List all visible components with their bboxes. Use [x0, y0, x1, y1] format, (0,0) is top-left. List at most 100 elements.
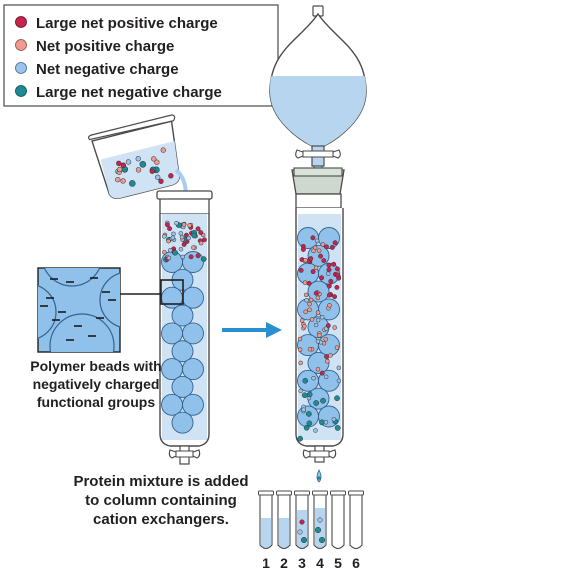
protein-particle: [299, 519, 305, 525]
bead: [171, 340, 194, 363]
protein-particle: [171, 231, 176, 237]
protein-particle: [300, 536, 308, 544]
protein-particle: [315, 367, 321, 372]
tube-liquid: [279, 518, 289, 548]
protein-particle: [318, 536, 326, 544]
tube-liquid: [261, 518, 271, 548]
protein-particle: [326, 283, 332, 289]
legend: Large net positive charge Net positive c…: [3, 4, 279, 107]
protein-particle: [304, 297, 309, 303]
protein-particle: [315, 339, 321, 344]
protein-particle: [334, 345, 340, 350]
protein-particle: [162, 250, 167, 255]
protein-particle: [332, 294, 338, 300]
protein-particle: [166, 255, 172, 261]
beads-label-line1: Polymer beads with: [30, 358, 161, 374]
fraction-label-6: 6: [352, 555, 360, 571]
protein-particle: [179, 234, 185, 240]
protein-particle: [195, 253, 201, 259]
bead: [161, 358, 183, 381]
separatory-funnel: [269, 5, 367, 207]
protein-particle: [195, 226, 201, 232]
protein-particle: [315, 295, 321, 301]
legend-label-large-negative: Large net negative charge: [36, 84, 222, 101]
protein-particle: [302, 377, 309, 384]
protein-particle: [160, 147, 166, 153]
caption-line1: Protein mixture is added: [73, 473, 248, 490]
bead: [161, 322, 183, 345]
protein-particle: [325, 359, 330, 364]
protein-particle: [308, 297, 314, 303]
protein-particle: [162, 234, 167, 239]
protein-particle: [139, 161, 147, 168]
fraction-tube: [313, 494, 327, 550]
protein-particle: [303, 292, 309, 298]
protein-particle: [174, 220, 179, 226]
tube-rim: [348, 490, 364, 496]
fraction-label-5: 5: [334, 555, 342, 571]
protein-particle: [191, 232, 198, 239]
protein-particle: [325, 271, 331, 276]
tube-rim: [276, 490, 292, 496]
bead: [182, 358, 204, 381]
protein-particle: [191, 245, 196, 250]
protein-particle: [317, 333, 322, 338]
protein-particle: [315, 317, 321, 323]
protein-particle: [303, 309, 308, 315]
bead: [182, 322, 204, 345]
legend-swatch-negative: [15, 62, 27, 74]
tube-rim: [258, 490, 274, 496]
legend-label-negative: Net negative charge: [36, 61, 179, 78]
tube-rim: [330, 490, 346, 496]
protein-particle: [301, 392, 308, 399]
fraction-label-4: 4: [316, 555, 324, 571]
protein-particle: [323, 374, 329, 380]
fraction-tube: [295, 494, 309, 550]
fraction-label-3: 3: [298, 555, 306, 571]
protein-particle: [334, 266, 340, 272]
protein-particle: [297, 529, 303, 535]
beads-label-line3: functional groups: [37, 394, 155, 410]
protein-particle: [186, 235, 191, 241]
right-protein-bands: [297, 235, 342, 442]
protein-particle: [317, 517, 323, 523]
protein-particle: [331, 417, 337, 422]
protein-particle: [308, 256, 314, 262]
protein-particle: [305, 411, 312, 417]
protein-particle: [135, 167, 142, 173]
bead: [182, 393, 204, 416]
protein-particle: [155, 174, 161, 180]
protein-particle: [313, 265, 319, 271]
protein-particle: [167, 226, 173, 232]
protein-particle: [313, 400, 320, 406]
protein-particle: [120, 178, 126, 184]
protein-particle: [326, 267, 332, 273]
protein-particle: [158, 178, 164, 184]
protein-particle: [201, 237, 207, 243]
bead: [182, 286, 204, 309]
protein-particle: [301, 407, 306, 412]
protein-particle: [307, 346, 313, 352]
bead: [297, 227, 319, 249]
protein-particle: [178, 231, 184, 236]
protein-particle: [170, 235, 176, 240]
protein-particle: [318, 253, 324, 259]
protein-particle: [334, 284, 340, 290]
protein-particle: [332, 325, 337, 330]
bead: [171, 411, 194, 434]
protein-particle: [298, 360, 303, 366]
fraction-label-2: 2: [280, 555, 288, 571]
protein-particle: [168, 173, 174, 179]
protein-particle: [307, 307, 312, 313]
tube-rim: [294, 490, 310, 496]
bead: [318, 334, 340, 357]
protein-particle: [324, 354, 330, 360]
protein-particle: [327, 303, 332, 308]
protein-particle: [310, 235, 316, 241]
protein-particle: [302, 280, 308, 285]
protein-particle: [198, 230, 204, 236]
protein-particle: [297, 347, 303, 352]
bead: [171, 304, 194, 327]
